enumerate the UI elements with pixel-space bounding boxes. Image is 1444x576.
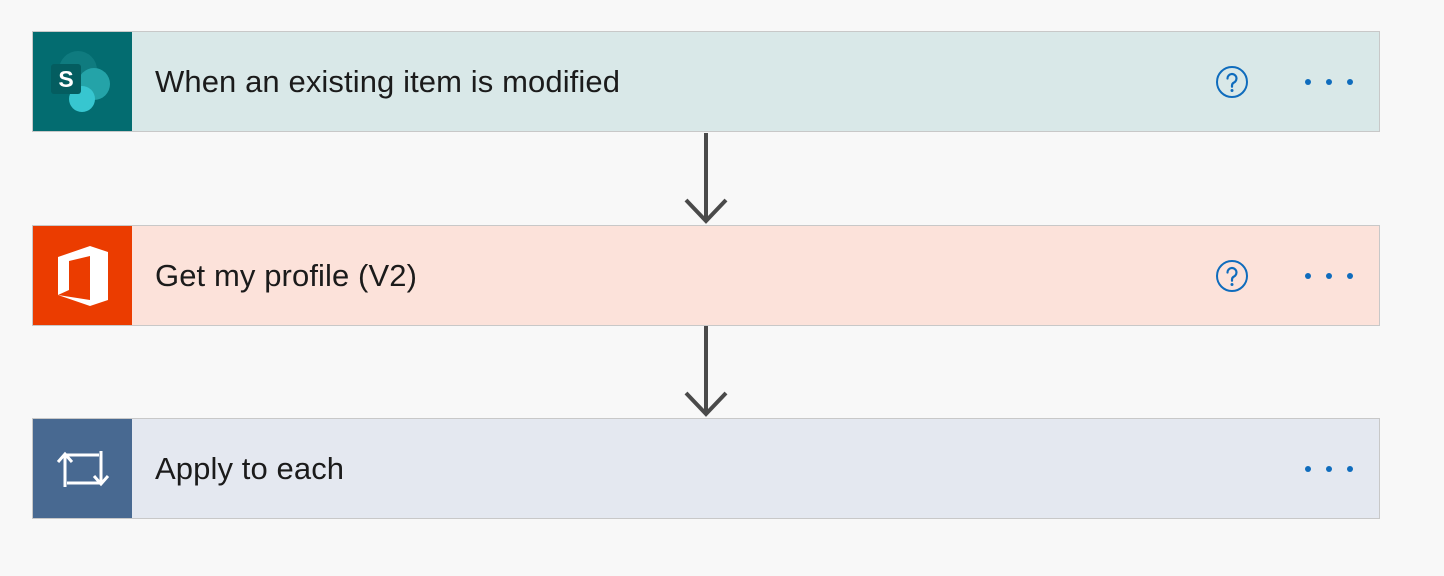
- more-options-icon[interactable]: [1305, 72, 1353, 92]
- help-icon[interactable]: [1215, 259, 1249, 293]
- flow-arrow-icon: [684, 133, 728, 224]
- svg-text:S: S: [58, 66, 73, 92]
- office365-icon: [57, 245, 108, 306]
- more-options-icon[interactable]: [1305, 266, 1353, 286]
- loop-icon-box: [33, 419, 132, 518]
- more-options-icon[interactable]: [1305, 459, 1353, 479]
- flow-arrow-icon: [684, 326, 728, 417]
- office365-icon-box: [33, 226, 132, 325]
- step-card-office365-action[interactable]: Get my profile (V2): [32, 225, 1380, 326]
- step-title[interactable]: When an existing item is modified: [155, 63, 621, 99]
- step-card-sharepoint-trigger[interactable]: S When an existing item is modified: [32, 31, 1380, 132]
- step-card-apply-to-each[interactable]: Apply to each: [32, 418, 1380, 519]
- sharepoint-icon: S: [50, 50, 110, 112]
- help-icon[interactable]: [1215, 65, 1249, 99]
- step-title[interactable]: Apply to each: [155, 450, 345, 486]
- sharepoint-icon-box: S: [33, 32, 132, 131]
- loop-icon: [56, 450, 109, 487]
- step-title[interactable]: Get my profile (V2): [155, 257, 418, 293]
